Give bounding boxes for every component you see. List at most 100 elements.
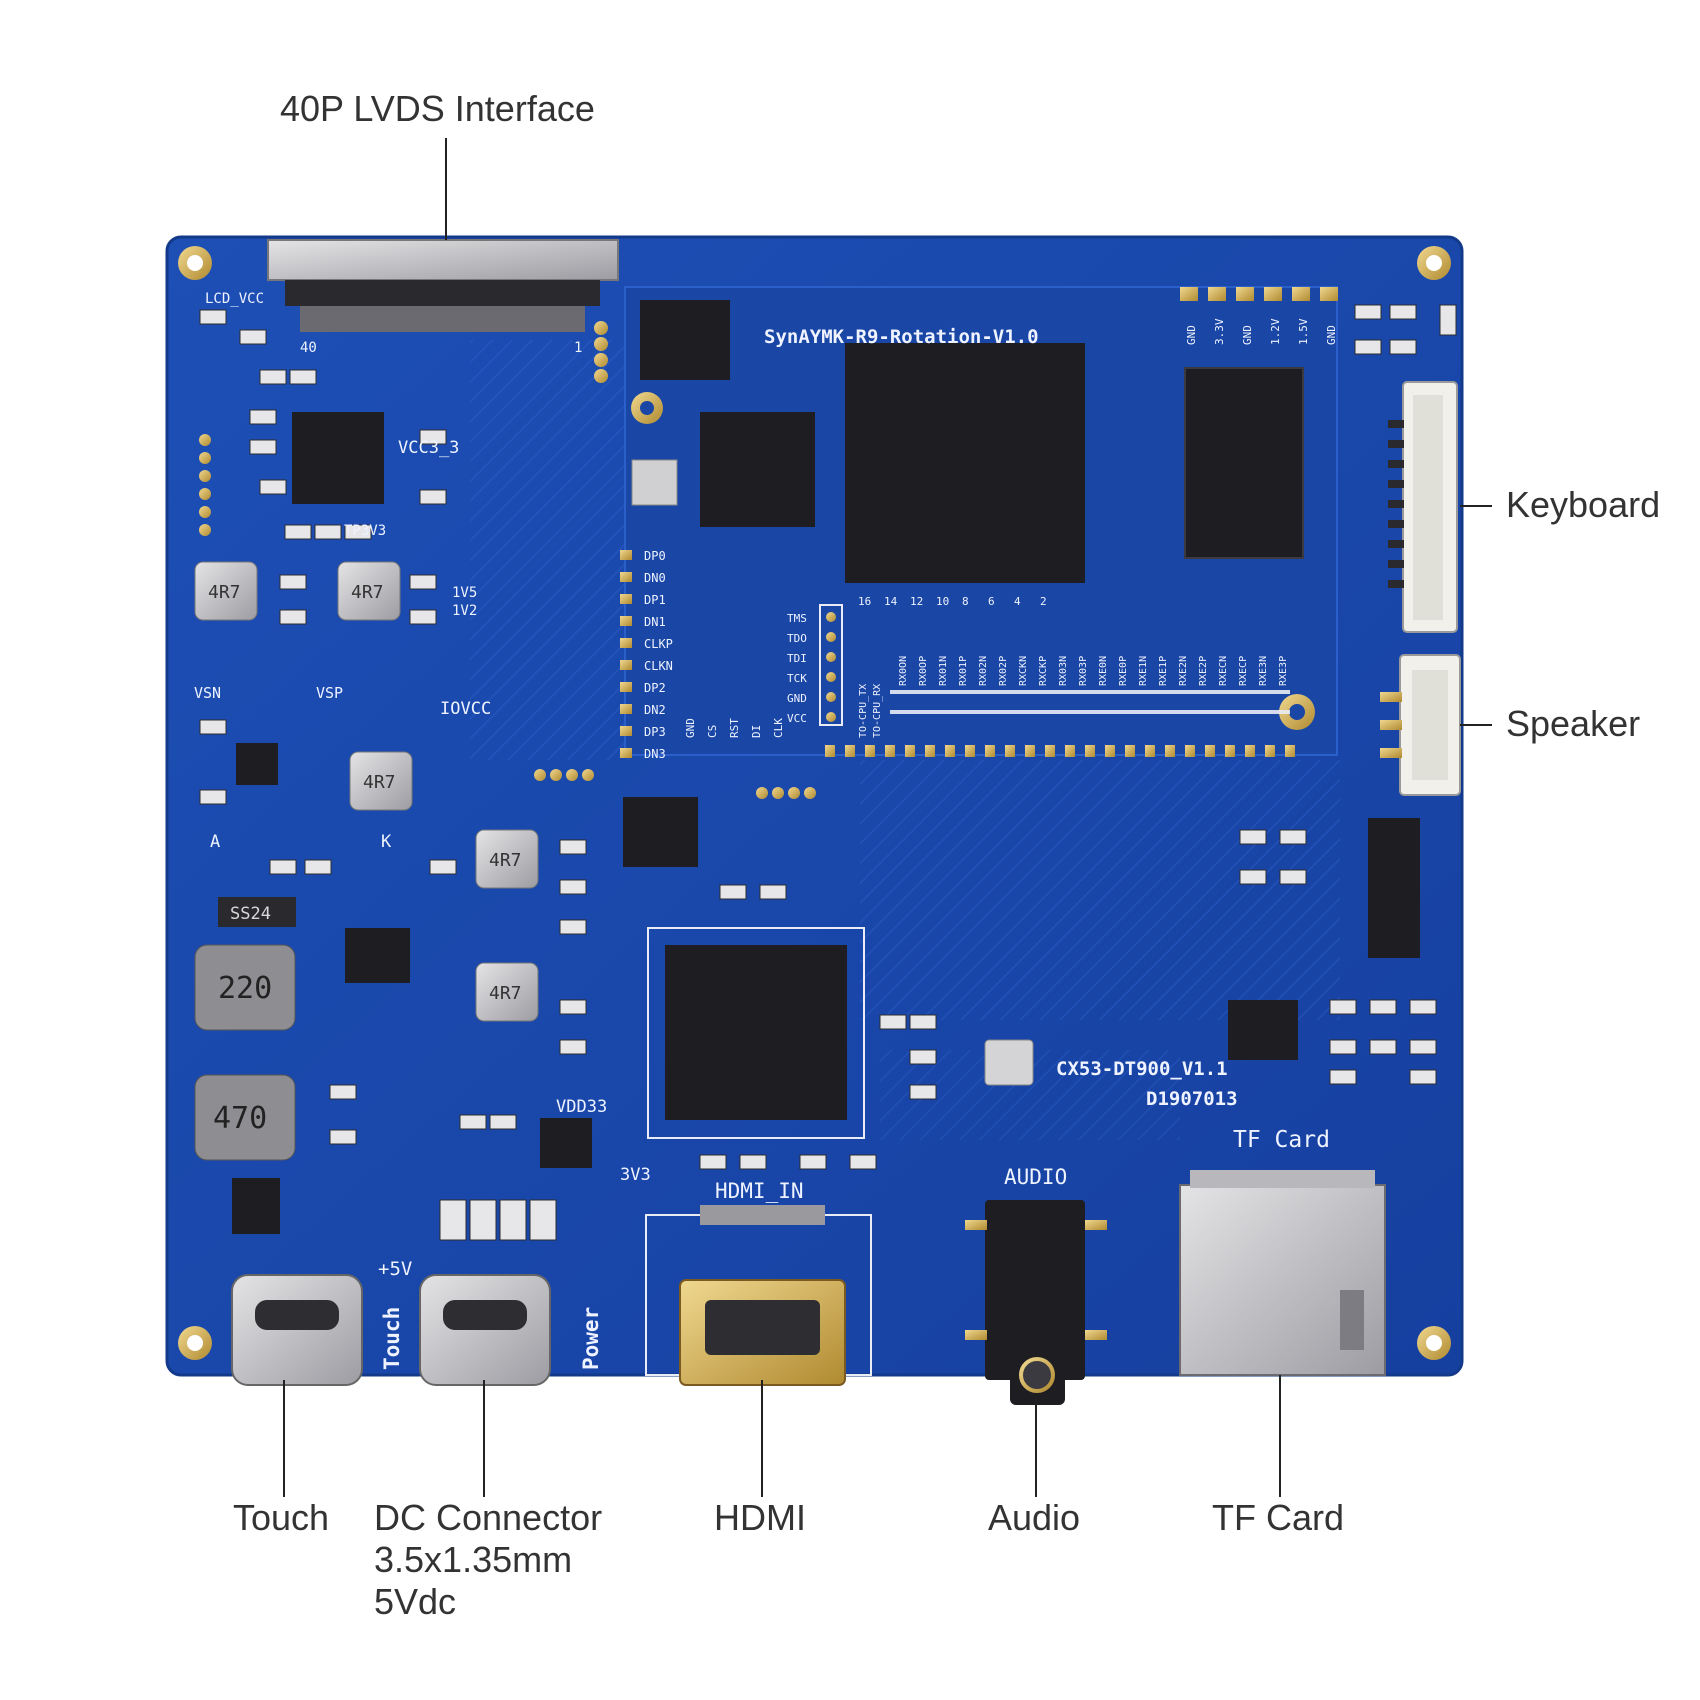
- silk-spi-cs: CS: [706, 725, 719, 738]
- silk-power-rail: GND: [1185, 325, 1198, 345]
- silk-4r7-a: 4R7: [208, 582, 241, 603]
- silkscreen-labels: SynAYMK-R9-Rotation-V1.0 LCD_VCC 40 1 VC…: [194, 291, 1338, 1370]
- silk-1v5: 1V5: [452, 585, 477, 601]
- silk-tdi: TDI: [787, 652, 807, 665]
- callout-tf-card: TF Card: [1212, 1497, 1345, 1538]
- silk-module-name: SynAYMK-R9-Rotation-V1.0: [764, 326, 1039, 348]
- silk-rx-pin: RXCKP: [1038, 656, 1049, 686]
- callout-dc-connector-line1: DC Connector: [374, 1497, 603, 1538]
- silk-dn2: DN2: [644, 703, 666, 717]
- power-inductors: [194, 944, 296, 1161]
- audio-jack-graphic: [965, 1200, 1107, 1405]
- silk-jtag-vcc: VCC: [787, 712, 807, 725]
- silk-rx-pin: RX0OP: [918, 656, 929, 686]
- silk-rx-pin: RXE1N: [1138, 656, 1149, 686]
- silk-power-rail: GND: [1241, 325, 1254, 345]
- silk-pin-number: 8: [962, 595, 969, 608]
- silk-tp3v3: TP3V3: [344, 523, 386, 539]
- silk-pin-number: 12: [910, 595, 923, 608]
- silk-4r7-c: 4R7: [363, 772, 396, 793]
- silk-pin1: 1: [574, 340, 582, 356]
- trace-field-mid: [860, 760, 1340, 1020]
- power-regulators: [232, 743, 1420, 1234]
- silk-vcc3-3: VCC3_3: [398, 438, 459, 458]
- daughter-board: [620, 286, 1338, 758]
- silk-power-rail: 1.2V: [1269, 318, 1282, 345]
- silk-tdo: TDO: [787, 632, 807, 645]
- silk-ss24: SS24: [230, 904, 271, 924]
- tf-card-slot-graphic: [1179, 1170, 1386, 1376]
- silk-a: A: [210, 832, 220, 852]
- silk-pin-number: 14: [884, 595, 898, 608]
- silk-4r7-d: 4R7: [489, 850, 522, 871]
- silk-rx-pin: RX0ON: [898, 656, 909, 686]
- small-header-lvds: [594, 321, 608, 383]
- silk-vsp: VSP: [316, 684, 343, 702]
- callout-speaker: Speaker: [1506, 703, 1641, 744]
- silk-dn3: DN3: [644, 747, 666, 761]
- silk-rx-pin: RXCKN: [1018, 656, 1029, 686]
- callout-hdmi: HDMI: [714, 1497, 806, 1538]
- callout-dc-connector: DC Connector 3.5x1.35mm 5Vdc: [374, 1497, 602, 1623]
- silk-rx-pin: RX02N: [978, 656, 989, 686]
- callout-dc-connector-line3: 5Vdc: [374, 1581, 457, 1622]
- silk-dp3: DP3: [644, 725, 666, 739]
- silk-board-code: D1907013: [1146, 1088, 1238, 1110]
- hdmi-receiver-frame: [647, 927, 865, 1139]
- silk-rx-pin: RXE0N: [1098, 656, 1109, 686]
- silk-rx-pin: RXECN: [1218, 656, 1229, 686]
- callout-lvds-interface: 40P LVDS Interface: [280, 88, 595, 129]
- silk-dn1: DN1: [644, 615, 666, 629]
- silk-pin-number: 16: [858, 595, 871, 608]
- small-headers: [534, 769, 816, 799]
- callout-keyboard: Keyboard: [1506, 484, 1661, 525]
- silk-touch: Touch: [380, 1307, 404, 1370]
- silk-rx-pin: RX03P: [1078, 656, 1089, 686]
- lvds-connector: [267, 239, 619, 332]
- silk-clkn: CLKN: [644, 659, 673, 673]
- silk-uart-rx: TO-CPU_RX: [872, 684, 883, 738]
- silk-dn0: DN0: [644, 571, 666, 585]
- silk-rx-pin: RXE2N: [1178, 656, 1189, 686]
- ss24-diode: [218, 897, 296, 927]
- silk-dp1: DP1: [644, 593, 666, 607]
- silk-audio: AUDIO: [1004, 1165, 1067, 1189]
- lvds-chip: [292, 412, 384, 504]
- silk-power: Power: [579, 1307, 603, 1370]
- silk-vsn: VSN: [194, 684, 221, 702]
- silk-tms: TMS: [787, 612, 807, 625]
- silk-lcd-vcc: LCD_VCC: [205, 291, 264, 307]
- hdmi-receiver-chip: [665, 945, 847, 1120]
- silk-tck: TCK: [787, 672, 807, 685]
- crystal: [984, 1039, 1034, 1086]
- silk-rx-pin: RX02P: [998, 656, 1009, 686]
- silk-pin-number: 6: [988, 595, 995, 608]
- silk-jtag-gnd: GND: [787, 692, 807, 705]
- silk-rx-pin: RXECP: [1238, 656, 1249, 686]
- silk-4r7-e: 4R7: [489, 983, 522, 1004]
- silk-hdmi-in: HDMI_IN: [715, 1179, 804, 1203]
- silk-rx-pin: RXE3N: [1258, 656, 1269, 686]
- leader-lines: [283, 138, 1492, 1497]
- callout-audio: Audio: [988, 1497, 1081, 1538]
- silk-rx-pin: RXE2P: [1198, 656, 1209, 686]
- silk-tf-card: TF Card: [1233, 1127, 1330, 1153]
- mounting-holes: [178, 246, 1451, 1360]
- hdmi-port-graphic: [645, 1205, 872, 1386]
- silk-rx-pin: RXE0P: [1118, 656, 1129, 686]
- silk-pin-number: 4: [1014, 595, 1021, 608]
- silk-board-name: CX53-DT900_V1.1: [1056, 1058, 1228, 1080]
- inductors-4r7: [194, 561, 539, 1022]
- callout-dc-connector-line2: 3.5x1.35mm: [374, 1539, 573, 1580]
- callout-touch: Touch: [233, 1497, 330, 1538]
- silk-220: 220: [218, 971, 272, 1006]
- silk-spi-di: DI: [750, 725, 763, 738]
- silk-rx-pin: RX03N: [1058, 656, 1069, 686]
- speaker-connector-graphic: [1380, 654, 1461, 796]
- silk-clkp: CLKP: [644, 637, 673, 651]
